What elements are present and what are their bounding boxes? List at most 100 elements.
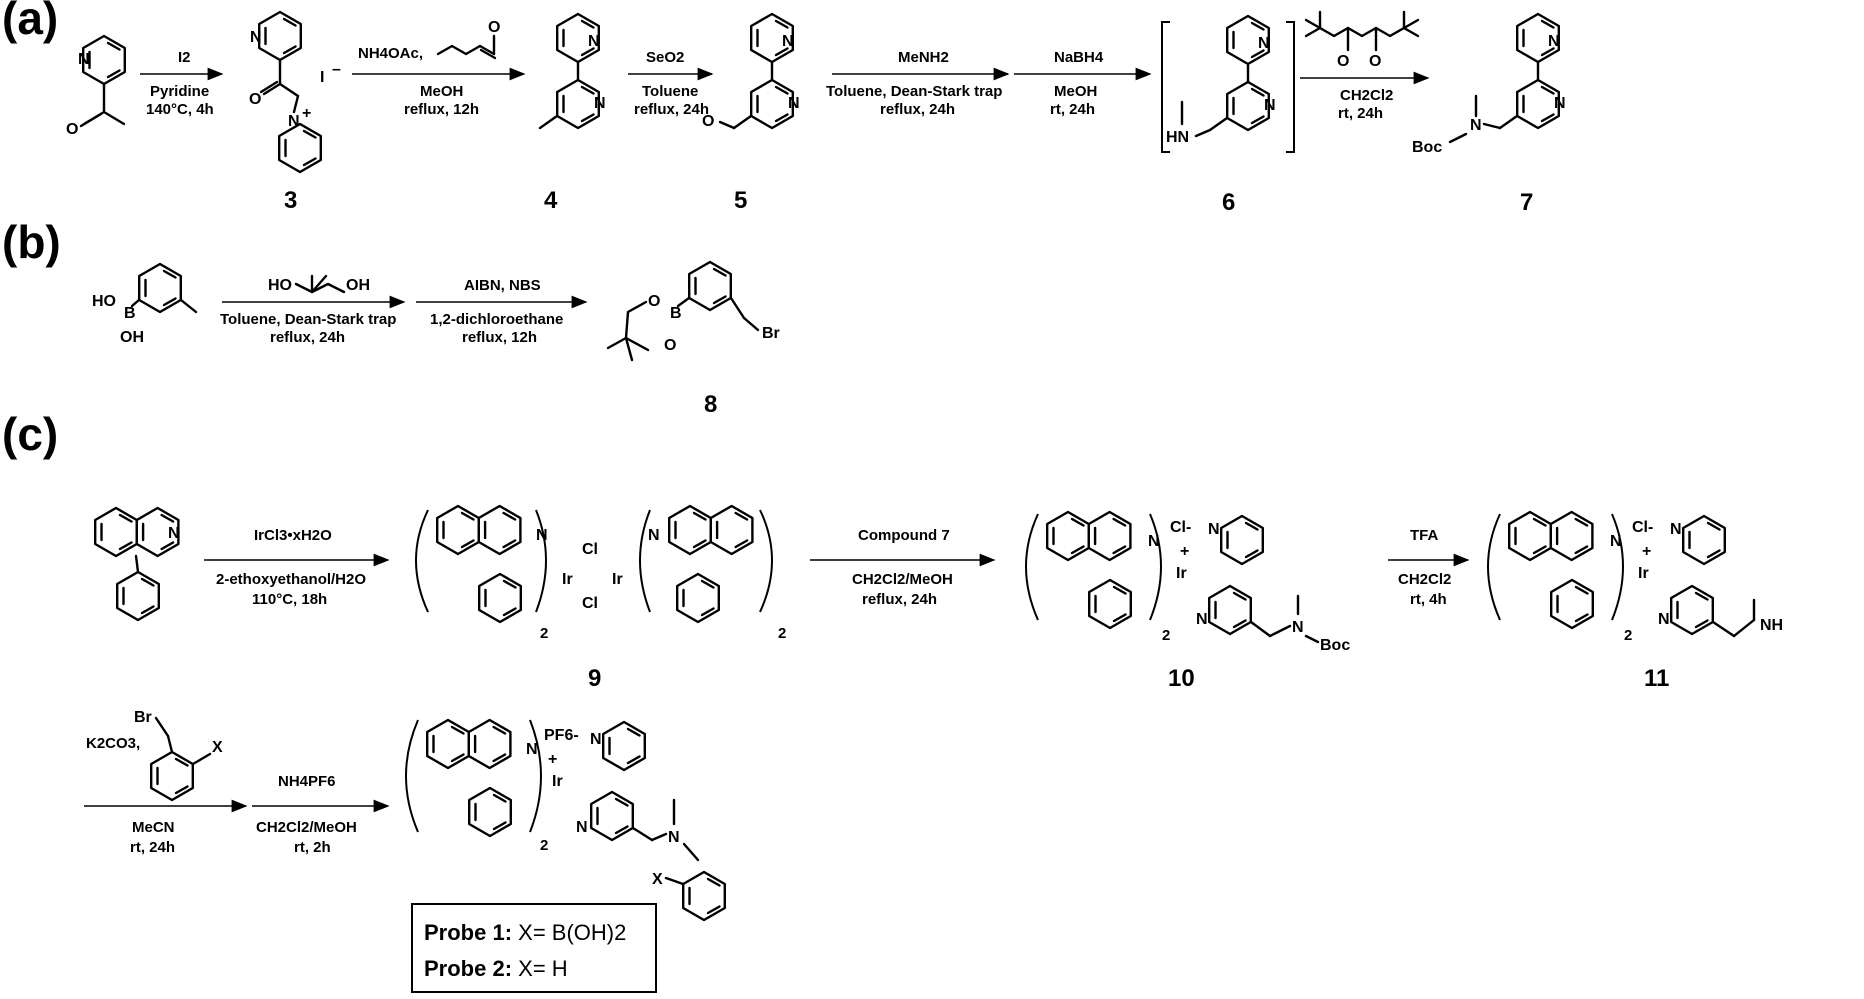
condition-c2-bottom-2: reflux, 24h	[862, 591, 937, 608]
bridging-chloride: Cl	[582, 595, 598, 612]
hydroxyl-oh: OH	[120, 329, 144, 346]
structure-compound-11: N 2 Cl- + Ir N N NH	[1487, 512, 1783, 644]
condition-a1-bottom-2: 140°C, 4h	[146, 101, 214, 118]
condition-c5-bottom-2: rt, 2h	[294, 839, 331, 856]
reaction-arrow-c2: Compound 7 CH2Cl2/MeOH reflux, 24h	[810, 527, 996, 608]
condition-a1-top: I2	[178, 49, 191, 66]
condition-b2-bottom-2: reflux, 12h	[462, 329, 537, 346]
iridium: Ir	[1638, 565, 1649, 582]
condition-c3-top: TFA	[1410, 527, 1438, 544]
probe-1-line: Probe 1: X= B(OH)2	[424, 920, 626, 945]
boc-group: Boc	[1412, 139, 1442, 156]
iridium: Ir	[552, 773, 563, 790]
condition-c3-bottom-1: CH2Cl2	[1398, 571, 1451, 588]
condition-b2-top: AIBN, NBS	[464, 277, 541, 294]
compound-number-8: 8	[704, 391, 717, 418]
atom-n: N	[78, 51, 90, 68]
atom-n: N	[1470, 117, 1482, 134]
substituent-x: X	[212, 739, 223, 756]
structure-compound-9: N 2 Ir Cl Cl Ir N 2	[415, 506, 786, 642]
atom-n: N	[526, 741, 538, 758]
condition-b1-bottom-2: reflux, 24h	[270, 329, 345, 346]
atom-o: O	[249, 91, 261, 108]
atom-n: N	[1292, 619, 1304, 636]
subscript-2: 2	[1162, 627, 1170, 644]
structure-compound-7: N N N Boc	[1412, 12, 1566, 156]
condition-a5-top: NaBH4	[1054, 49, 1104, 66]
atom-br: Br	[762, 325, 780, 342]
atom-n: N	[594, 95, 606, 112]
diol-ho: HO	[268, 277, 292, 294]
atom-n-plus: N	[288, 113, 300, 130]
reaction-arrow-a4: MeNH2 Toluene, Dean-Stark trap reflux, 2…	[826, 49, 1010, 118]
reaction-arrow-a5: NaBH4 MeOH rt, 24h	[1014, 49, 1152, 118]
amine-nh: HN	[1166, 129, 1189, 146]
atom-b: B	[670, 305, 682, 322]
boc-group: Boc	[1320, 637, 1350, 654]
condition-a2-bottom-1: MeOH	[420, 83, 463, 100]
structure-compound-8: Br B O O	[606, 260, 780, 362]
probe-2-label: Probe 2:	[424, 956, 512, 981]
atom-n: N	[1264, 97, 1276, 114]
iodide-ion: I	[320, 69, 324, 86]
subscript-2: 2	[540, 625, 548, 642]
reaction-arrow-b2: AIBN, NBS 1,2-dichloroethane reflux, 12h	[416, 277, 588, 346]
structure-1-phenylisoquinoline: N	[95, 508, 180, 622]
condition-c5-top: NH4PF6	[278, 773, 336, 790]
amine-nh: NH	[1760, 617, 1783, 634]
condition-c2-top: Compound 7	[858, 527, 950, 544]
condition-a3-top: SeO2	[646, 49, 684, 66]
structure-compound-4: N N	[538, 12, 606, 130]
condition-c1-bottom-2: 110°C, 18h	[252, 591, 327, 608]
hydroxyl-ho: HO	[92, 293, 116, 310]
condition-c4-bottom-2: rt, 24h	[130, 839, 175, 856]
substituent-x: X	[652, 871, 663, 888]
structure-2-substituted-benzyl-bromide: Br X	[134, 709, 223, 802]
probe-2-value: X= H	[518, 956, 568, 981]
atom-n: N	[1258, 35, 1270, 52]
reaction-arrow-a6: O O CH2Cl2 rt, 24h	[1300, 10, 1430, 122]
iridium: Ir	[562, 571, 573, 588]
atom-n: N	[590, 731, 602, 748]
reaction-arrow-c5: NH4PF6 CH2Cl2/MeOH rt, 2h	[252, 773, 390, 856]
condition-c3-bottom-2: rt, 4h	[1410, 591, 1447, 608]
atom-b: B	[124, 305, 136, 322]
counter-ion-pf6: PF6-	[544, 727, 579, 744]
probe-1-value: X= B(OH)2	[518, 920, 626, 945]
atom-n: N	[788, 95, 800, 112]
plus-charge: +	[548, 751, 557, 768]
structure-2-acetylpyridine: N O	[66, 34, 127, 138]
atom-n: N	[782, 33, 794, 50]
reaction-arrow-a3: SeO2 Toluene reflux, 24h	[628, 49, 714, 118]
probe-legend-box: Probe 1: X= B(OH)2 Probe 2: X= H	[411, 903, 657, 993]
structure-compound-10: N 2 Cl- + Ir N N N Boc	[1025, 512, 1350, 654]
plus-charge: +	[1180, 543, 1189, 560]
condition-a2-bottom-2: reflux, 12h	[404, 101, 479, 118]
probe-1-label: Probe 1:	[424, 920, 512, 945]
condition-a3-bottom-1: Toluene	[642, 83, 698, 100]
atom-n: N	[1554, 95, 1566, 112]
atom-o: O	[648, 293, 660, 310]
counter-ion-chloride: Cl-	[1170, 519, 1191, 536]
condition-c5-bottom-1: CH2Cl2/MeOH	[256, 819, 357, 836]
panel-label-b: (b)	[2, 216, 61, 268]
panel-label-c: (c)	[2, 408, 58, 460]
structure-compound-5: N N O	[702, 12, 800, 130]
condition-a6-bottom-2: rt, 24h	[1338, 105, 1383, 122]
atom-o: O	[488, 19, 500, 36]
condition-c4-bottom-1: MeCN	[132, 819, 175, 836]
condition-b1-bottom-1: Toluene, Dean-Stark trap	[220, 311, 396, 328]
atom-n: N	[1610, 533, 1622, 550]
condition-a4-top: MeNH2	[898, 49, 949, 66]
atom-n: N	[576, 819, 588, 836]
reaction-arrow-c4: K2CO3, MeCN rt, 24h	[84, 735, 248, 856]
bridging-chloride: Cl	[582, 541, 598, 558]
compound-number-11: 11	[1644, 665, 1669, 692]
reaction-arrow-a1: I2 Pyridine 140°C, 4h	[140, 49, 224, 118]
atom-n: N	[648, 527, 660, 544]
structure-compound-6: N N HN	[1161, 14, 1295, 153]
atom-br: Br	[134, 709, 152, 726]
probe-2-line: Probe 2: X= H	[424, 956, 568, 981]
condition-a3-bottom-2: reflux, 24h	[634, 101, 709, 118]
